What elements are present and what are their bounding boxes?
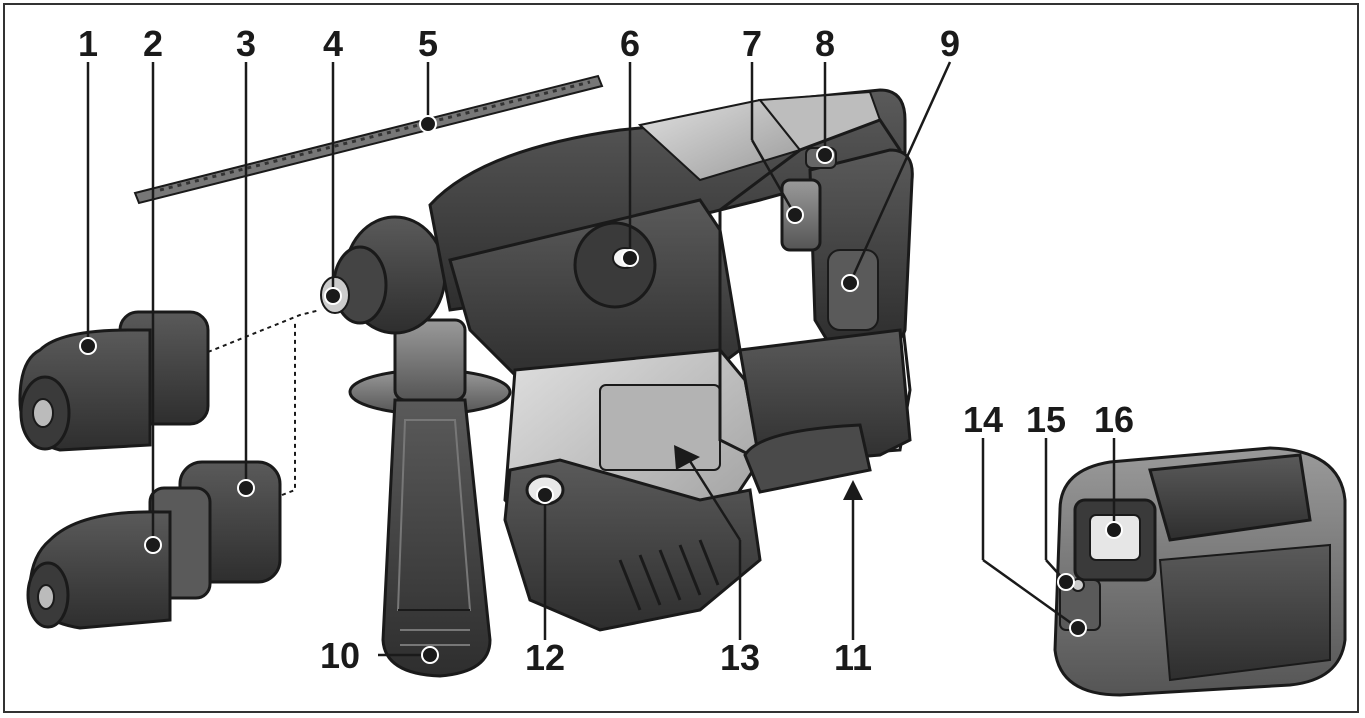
label-11: 11 (834, 637, 872, 678)
chuck-2 (26, 460, 282, 630)
label-8: 8 (815, 23, 835, 64)
label-9: 9 (940, 23, 960, 64)
label-13: 13 (720, 637, 760, 678)
callout-labels: 1 2 3 4 5 6 7 8 9 10 11 12 13 14 15 16 (78, 23, 1134, 678)
battery-pack (1053, 446, 1347, 697)
rotary-hammer-body (320, 88, 914, 632)
label-6: 6 (620, 23, 640, 64)
leader-dots (79, 115, 1123, 664)
label-14: 14 (963, 399, 1003, 440)
connection-lines (207, 309, 321, 496)
diagram-frame (3, 3, 1359, 713)
chuck-1 (18, 310, 210, 452)
label-7: 7 (742, 23, 762, 64)
label-12: 12 (525, 637, 565, 678)
label-1: 1 (78, 23, 98, 64)
arrow-11 (843, 480, 863, 500)
label-3: 3 (236, 23, 256, 64)
drill-bit (133, 74, 604, 205)
label-5: 5 (418, 23, 438, 64)
label-15: 15 (1026, 399, 1066, 440)
label-16: 16 (1094, 399, 1134, 440)
label-4: 4 (323, 23, 343, 64)
label-10: 10 (320, 635, 360, 676)
side-handle (348, 318, 512, 678)
label-2: 2 (143, 23, 163, 64)
